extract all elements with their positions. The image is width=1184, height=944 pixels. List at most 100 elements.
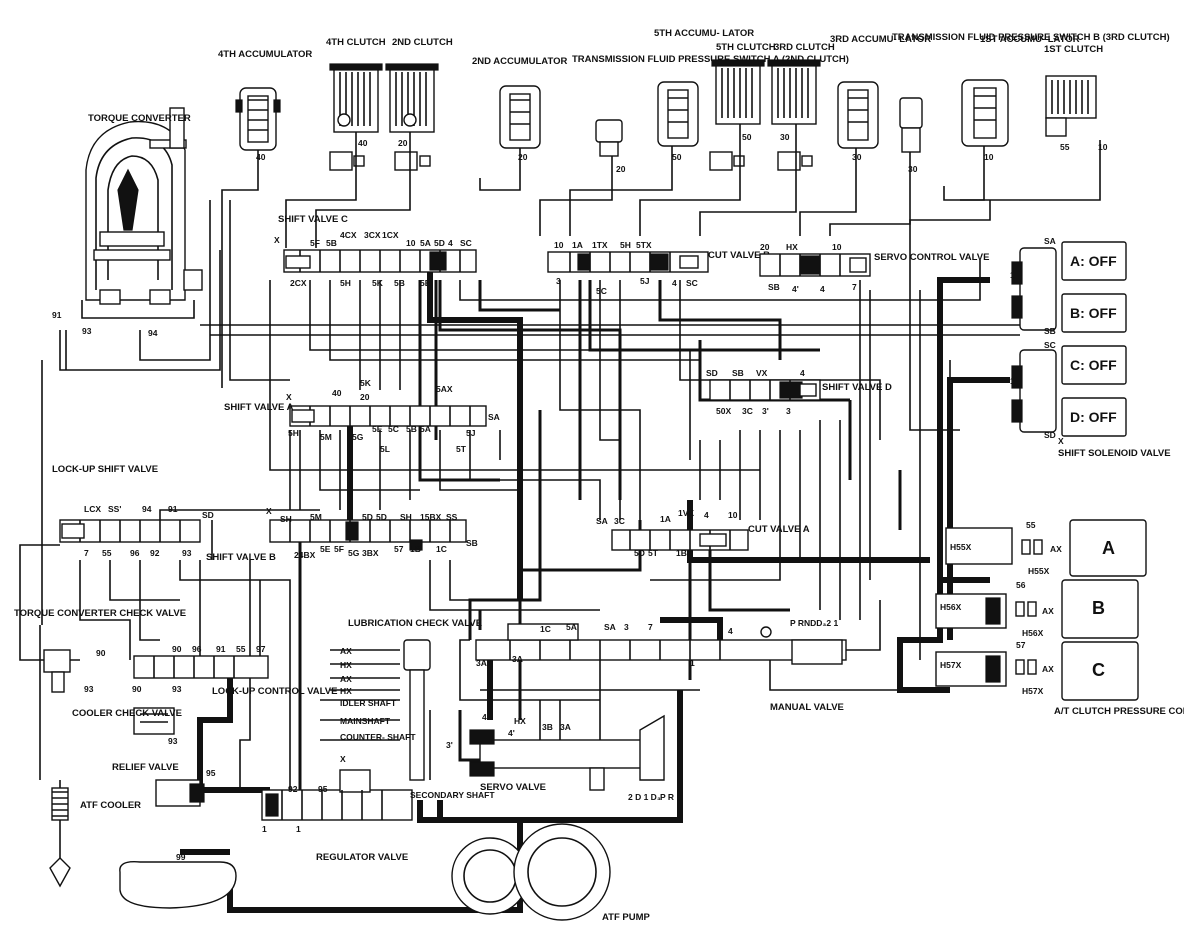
svg-text:5B: 5B (406, 424, 417, 434)
svg-text:AX: AX (1042, 606, 1054, 616)
svg-text:SH: SH (280, 514, 292, 524)
clutch-5th (711, 59, 765, 125)
atf-cooler-label: ATF COOLER (80, 800, 141, 811)
svg-text:5E: 5E (420, 278, 431, 288)
port-label: 55 (1060, 142, 1070, 152)
svg-text:5D: 5D (634, 548, 645, 558)
svg-text:HX: HX (514, 716, 526, 726)
manual-positions: P RNDD₃2 1 (790, 618, 838, 628)
svg-text:SC: SC (1044, 340, 1056, 350)
svg-text:4: 4 (728, 626, 733, 636)
svg-text:1: 1 (296, 824, 301, 834)
accumulator-3rd-label: 3RD ACCUMU- LATOR (830, 34, 931, 45)
servo-valve-label: SERVO VALVE (480, 782, 546, 793)
servo-valve (469, 714, 665, 791)
shift-valve-b (269, 519, 467, 551)
svg-text:5B: 5B (394, 278, 405, 288)
port-label: 93 (168, 736, 178, 746)
thin-fluid-lines (19, 124, 1101, 858)
lube-list: AX HX AX HX IDLER SHAFT MAINSHAFT COUNTE… (340, 646, 416, 764)
svg-text:4: 4 (482, 712, 487, 722)
svg-text:HX: HX (340, 686, 352, 696)
svg-text:5D: 5D (434, 238, 445, 248)
port-label: 50 (672, 152, 682, 162)
svg-text:5A: 5A (420, 424, 431, 434)
svg-text:4': 4' (792, 284, 799, 294)
svg-text:94: 94 (142, 504, 152, 514)
svg-text:1: 1 (262, 824, 267, 834)
accumulator-1st-label: 1ST ACCUMU- LATOR (980, 34, 1080, 45)
cut-valve-a-label: CUT VALVE A (748, 524, 810, 535)
svg-text:SH: SH (400, 512, 412, 522)
solenoid-a-state: A: OFF (1070, 253, 1117, 269)
svg-text:3A: 3A (560, 722, 571, 732)
lockup-control-ports: 90 96 91 55 97 90 93 (132, 644, 266, 694)
port-label: 94 (148, 328, 158, 338)
lubrication-check-valve (403, 639, 431, 781)
at-clutch-pcsv-label: A/T CLUTCH PRESSURE CONTROL SOLENOID VAL… (1054, 706, 1184, 717)
svg-text:24BX: 24BX (294, 550, 316, 560)
solenoid-a: A: OFF (1061, 241, 1127, 281)
svg-text:5K: 5K (372, 278, 384, 288)
port-label: 30 (908, 164, 918, 174)
svg-text:X: X (286, 392, 292, 402)
svg-text:5J: 5J (466, 428, 476, 438)
solenoid-c: C: OFF (1061, 345, 1127, 385)
svg-text:AX: AX (340, 646, 352, 656)
svg-text:2CX: 2CX (290, 278, 307, 288)
svg-text:X: X (274, 235, 280, 245)
svg-text:5H: 5H (620, 240, 631, 250)
manual-valve-label: MANUAL VALVE (770, 702, 844, 713)
svg-text:96: 96 (130, 548, 140, 558)
svg-text:SC: SC (686, 278, 698, 288)
svg-text:95: 95 (318, 784, 328, 794)
shift-valve-a-ports: X 40 5K 20 5AX 5H 5M 5G 5E 5C 5B 5A 5J 5… (286, 378, 500, 454)
svg-text:5K: 5K (360, 378, 372, 388)
port-label: 91 (52, 310, 62, 320)
svg-text:90: 90 (132, 684, 142, 694)
lockup-shift-valve (59, 519, 201, 543)
accumulator-4th (235, 87, 281, 151)
relief-valve (155, 779, 205, 807)
svg-text:55: 55 (1026, 520, 1036, 530)
port-label: 30 (852, 152, 862, 162)
svg-text:SB: SB (768, 282, 780, 292)
svg-text:MAINSHAFT: MAINSHAFT (340, 716, 391, 726)
svg-text:COUNTER- SHAFT: COUNTER- SHAFT (340, 732, 416, 742)
svg-text:5G: 5G (348, 548, 360, 558)
svg-text:7: 7 (648, 622, 653, 632)
svg-text:5J: 5J (640, 276, 650, 286)
torque-converter (81, 107, 203, 319)
shift-valve-d (709, 379, 821, 401)
clutch-4th (329, 63, 383, 133)
svg-text:91: 91 (216, 644, 226, 654)
cut-valve-a (611, 529, 749, 551)
check-ball-pair-left (329, 151, 431, 171)
svg-text:5D: 5D (376, 512, 387, 522)
port-label: 90 (96, 648, 106, 658)
svg-text:3: 3 (556, 276, 561, 286)
shift-valve-c-ports: X 5F 5B 4CX 3CX 1CX 10 5A 5D 4 SC 2CX 5H… (274, 230, 472, 288)
pressure-switch-b-label: TRANSMISSION FLUID PRESSURE SWITCH B (3R… (892, 32, 1170, 43)
svg-text:LCX: LCX (84, 504, 101, 514)
svg-text:1: 1 (690, 658, 695, 668)
svg-text:1: 1 (1010, 376, 1015, 386)
solenoid-b-state: B: OFF (1070, 305, 1117, 321)
torque-converter-label: TORQUE CONVERTER (88, 113, 191, 124)
svg-text:1A: 1A (660, 514, 671, 524)
port-label: 99 (176, 852, 186, 862)
lockup-shift-valve-ports: LCX SS' 94 91 SD 7 55 96 92 93 (84, 504, 214, 558)
secondary-shaft-label: SECONDARY SHAFT (410, 790, 495, 800)
solenoid-d: D: OFF (1061, 397, 1127, 437)
svg-text:20: 20 (760, 242, 770, 252)
svg-text:SA: SA (604, 622, 616, 632)
svg-text:3': 3' (446, 740, 453, 750)
svg-text:1CX: 1CX (382, 230, 399, 240)
svg-text:5L: 5L (380, 444, 390, 454)
cut-valve-b (547, 251, 709, 273)
shift-solenoid-valve-label: SHIFT SOLENOID VALVE (1058, 448, 1171, 459)
svg-text:96: 96 (192, 644, 202, 654)
svg-text:SD: SD (202, 510, 214, 520)
svg-text:5C: 5C (388, 424, 399, 434)
torque-converter-check-valve-label: TORQUE CONVERTER CHECK VALVE (14, 608, 186, 619)
